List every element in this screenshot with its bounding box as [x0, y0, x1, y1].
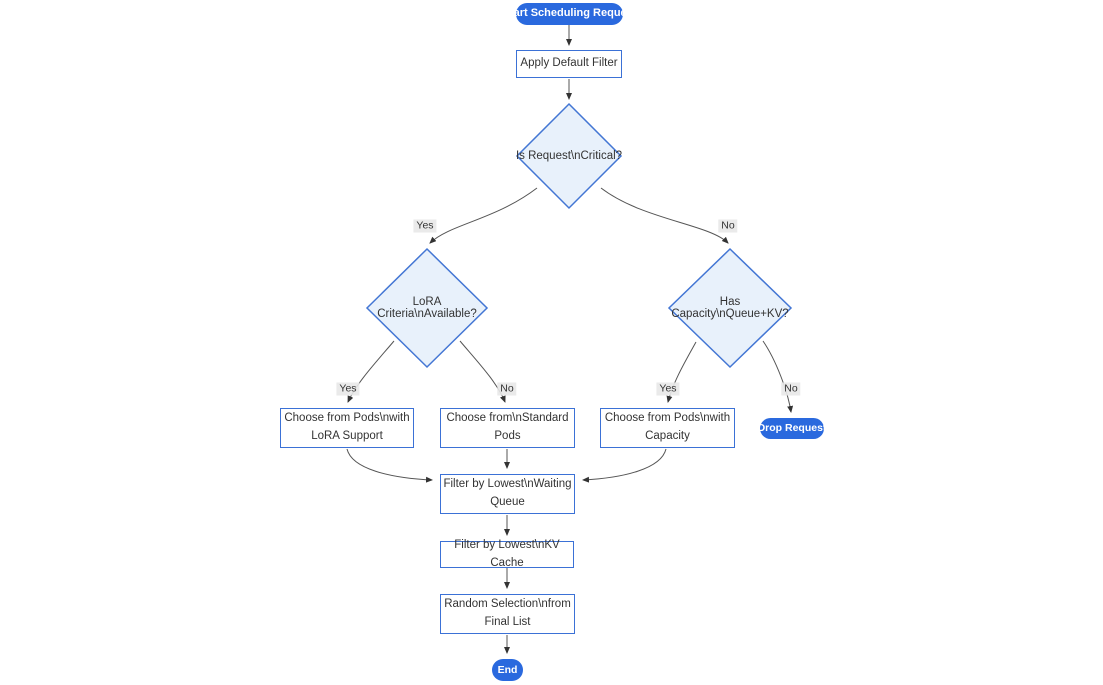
node-lora-criteria-label: LoRA Criteria\nAvailable? [377, 296, 477, 320]
edge-lora-no [459, 340, 506, 403]
node-choose-capacity-pods: Choose from Pods\nwith Capacity [600, 408, 735, 448]
edge-label-critical-no: No [718, 219, 738, 233]
node-random-selection: Random Selection\nfrom Final List [440, 594, 575, 634]
edge-label-lora-yes: Yes [336, 382, 360, 396]
node-has-capacity-label: Has Capacity\nQueue+KV? [671, 296, 789, 320]
node-filter-kv-cache: Filter by Lowest\nKV Cache [440, 539, 574, 569]
node-end: End [492, 659, 523, 681]
node-filter-waiting-queue: Filter by Lowest\nWaiting Queue [440, 474, 575, 514]
decision-has-capacity [667, 247, 793, 369]
edge-critical-yes [429, 187, 538, 244]
edge-lorapods-to-filterqueue [346, 448, 433, 483]
edge-capacity-no [762, 340, 794, 413]
edge-label-capacity-no: No [781, 382, 801, 396]
node-choose-standard-pods: Choose from\nStandard Pods [440, 408, 575, 448]
edge-lora-yes [347, 340, 395, 403]
node-choose-lora-pods: Choose from Pods\nwith LoRA Support [280, 408, 414, 448]
node-is-critical-label: Is Request\nCritical? [515, 150, 623, 162]
edge-capacity-yes [666, 341, 697, 403]
node-start: Start Scheduling Request [503, 3, 636, 25]
edge-label-critical-yes: Yes [413, 219, 437, 233]
node-drop-request: Drop Request [758, 418, 826, 439]
edge-label-lora-no: No [497, 382, 517, 396]
node-apply-default-filter: Apply Default Filter [516, 50, 622, 78]
edge-critical-no [600, 187, 729, 244]
decision-is-critical [515, 102, 623, 210]
edge-label-capacity-yes: Yes [656, 382, 680, 396]
edge-capacitypods-to-filterqueue [582, 448, 667, 483]
decision-lora-criteria [365, 247, 489, 369]
